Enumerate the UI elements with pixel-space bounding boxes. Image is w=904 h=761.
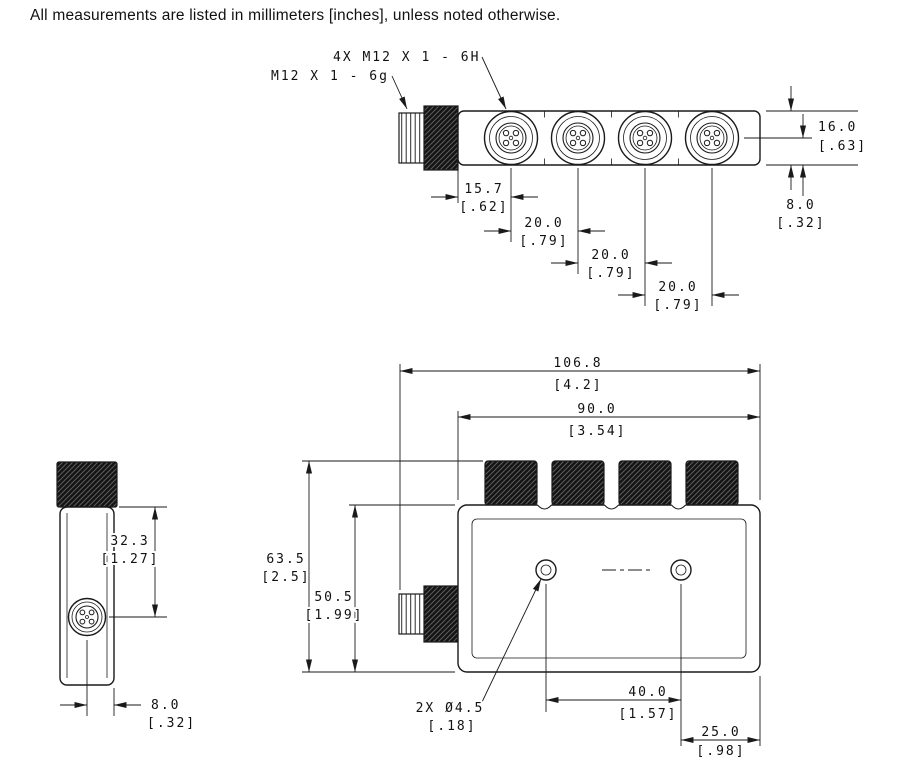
dim-center-height-mm: 8.0 [786, 198, 815, 213]
dim-center-width-in: [.32] [147, 716, 196, 731]
port-thread-label: 4X M12 X 1 - 6H [333, 50, 480, 65]
port-4-face [684, 110, 740, 166]
dim-connector-offset-mm: 32.3 [110, 534, 149, 549]
block-body-front [457, 504, 761, 673]
port-1-nut [484, 460, 538, 506]
port-2-face [550, 110, 606, 166]
dim-pitch-3-mm: 20.0 [658, 280, 697, 295]
male-thread-leader-line [391, 75, 408, 110]
dim-overall-height-mm: 63.5 [266, 552, 305, 567]
male-connector-knurl-front [423, 585, 459, 643]
dim-hole-spacing-in: [1.57] [619, 707, 678, 722]
port-thread-callout: 4X M12 X 1 - 6H [331, 48, 507, 110]
dim-center-width-mm: 8.0 [151, 698, 180, 713]
male-thread-label: M12 X 1 - 6g [271, 69, 389, 84]
dim-hole-spacing-mm: 40.0 [628, 685, 667, 700]
dim-hole-spacing: 40.0 [1.57] [545, 584, 682, 746]
body-inner-outline [471, 518, 747, 659]
port-thread-leader-line [481, 56, 507, 110]
hole-size-leader-line [481, 578, 542, 703]
dim-pitch-3-in: [.79] [653, 298, 702, 313]
dim-pitch-2-in: [.79] [586, 266, 635, 281]
dim-pitch-2: 20.0 [.79] [551, 246, 672, 283]
dim-body-length: 90.0 [3.54] [457, 400, 760, 500]
top-edge-scallops [537, 503, 686, 510]
port-2-nut [551, 460, 605, 506]
dim-body-height-in: [1.99] [305, 608, 364, 623]
male-connector-thread-top [398, 112, 425, 164]
body-notches [544, 111, 679, 165]
dim-center-width: 8.0 [.32] [60, 640, 196, 733]
male-thread-callout: M12 X 1 - 6g [269, 67, 408, 110]
mounting-hole-left [535, 559, 557, 581]
hole-size-label-inch: [.18] [427, 719, 476, 734]
dim-overall-length: 106.8 [4.2] [399, 354, 761, 590]
dim-first-port-mm: 15.7 [464, 182, 503, 197]
dim-pitch-1-mm: 20.0 [524, 216, 563, 231]
units-note: All measurements are listed in millimete… [30, 7, 561, 24]
end-view: 32.3 [1.27] 8.0 [.32] [56, 461, 196, 733]
port-3-nut [618, 460, 672, 506]
dim-hole-edge-mm: 25.0 [701, 725, 740, 740]
dim-pitch-1: 20.0 [.79] [484, 214, 605, 251]
dim-height-mm: 16.0 [818, 120, 857, 135]
dim-overall-length-mm: 106.8 [553, 356, 602, 371]
male-connector-knurl-top [423, 105, 459, 171]
port-4-nut [685, 460, 739, 506]
dim-connector-offset: 32.3 [1.27] [99, 506, 167, 618]
dim-center-height-8: 8.0 [.32] [774, 114, 826, 233]
dim-body-height: 50.5 [1.99] [303, 504, 455, 672]
dim-body-length-in: [3.54] [568, 424, 627, 439]
hole-size-label: 2X Ø4.5 [416, 701, 485, 716]
dim-pitch-1-in: [.79] [519, 234, 568, 249]
dim-height-16: 16.0 [.63] [744, 86, 867, 190]
dim-connector-offset-in: [1.27] [101, 552, 160, 567]
dim-pitch-2-mm: 20.0 [591, 248, 630, 263]
dim-first-port: 15.7 [.62] [431, 180, 538, 217]
dim-body-height-mm: 50.5 [314, 590, 353, 605]
top-view: 4X M12 X 1 - 6H M12 X 1 - 6g 16.0 [.63] … [269, 48, 867, 315]
dim-overall-height: 63.5 [2.5] [259, 460, 483, 673]
dim-overall-length-in: [4.2] [553, 378, 602, 393]
dim-height-in: [.63] [818, 139, 867, 154]
hole-size-callout: 2X Ø4.5 [.18] [414, 578, 542, 736]
dim-first-port-in: [.62] [459, 200, 508, 215]
dim-pitch-3: 20.0 [.79] [618, 278, 739, 315]
male-connector-thread-front [398, 593, 425, 635]
dim-overall-height-in: [2.5] [261, 570, 310, 585]
dim-center-height-in: [.32] [776, 216, 825, 231]
mounting-holes [535, 559, 692, 581]
male-connector-face [67, 597, 107, 637]
port-1-face [483, 110, 539, 166]
port-3-face [617, 110, 673, 166]
dim-hole-edge: 25.0 [.98] [681, 676, 761, 761]
dim-body-length-mm: 90.0 [577, 402, 616, 417]
port-nut-end [56, 461, 118, 508]
dim-hole-edge-in: [.98] [696, 744, 745, 759]
front-view: 106.8 [4.2] 90.0 [3.54] 63.5 [2.5] 50.5 [259, 354, 761, 761]
mounting-hole-right [670, 559, 692, 581]
